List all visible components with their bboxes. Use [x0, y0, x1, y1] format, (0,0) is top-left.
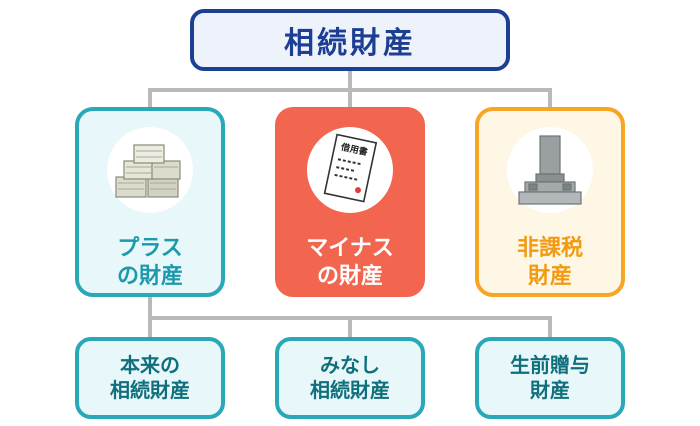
root-node-inheritance-property: 相続財産 — [190, 9, 510, 71]
category-label-line: の財産 — [116, 263, 183, 289]
loan-document-icon: 借用書 — [307, 127, 393, 213]
category-label-line: プラス — [117, 236, 183, 261]
sub-item-line: 相続財産 — [110, 378, 190, 402]
sub-item-line: 生前贈与 — [510, 353, 590, 377]
category-minus-property: 借用書 マイナス の財産 — [275, 107, 425, 297]
gravestone-icon — [507, 127, 593, 213]
sub-item-lifetime-gift: 生前贈与 財産 — [475, 337, 625, 419]
category-label: プラス の財産 — [117, 235, 183, 290]
sub-item-line: 財産 — [530, 378, 570, 402]
category-nontaxable-property: 非課税 財産 — [475, 107, 625, 297]
category-label-line: マイナス — [306, 236, 394, 261]
money-stack-icon — [107, 127, 193, 213]
sub-item-line: みなし — [320, 353, 380, 377]
category-label-line: の財産 — [316, 263, 383, 289]
sub-item-line: 相続財産 — [310, 378, 390, 402]
category-plus-property: プラス の財産 — [75, 107, 225, 297]
root-title: 相続財産 — [284, 26, 416, 61]
sub-item-line: 本来の — [120, 353, 180, 377]
category-label: 非課税 財産 — [517, 235, 583, 290]
sub-item-deemed-inheritance: みなし 相続財産 — [275, 337, 425, 419]
sub-item-original-inheritance: 本来の 相続財産 — [75, 337, 225, 419]
category-label: マイナス の財産 — [306, 235, 394, 290]
category-label-line: 財産 — [527, 263, 572, 289]
category-label-line: 非課税 — [516, 236, 583, 261]
